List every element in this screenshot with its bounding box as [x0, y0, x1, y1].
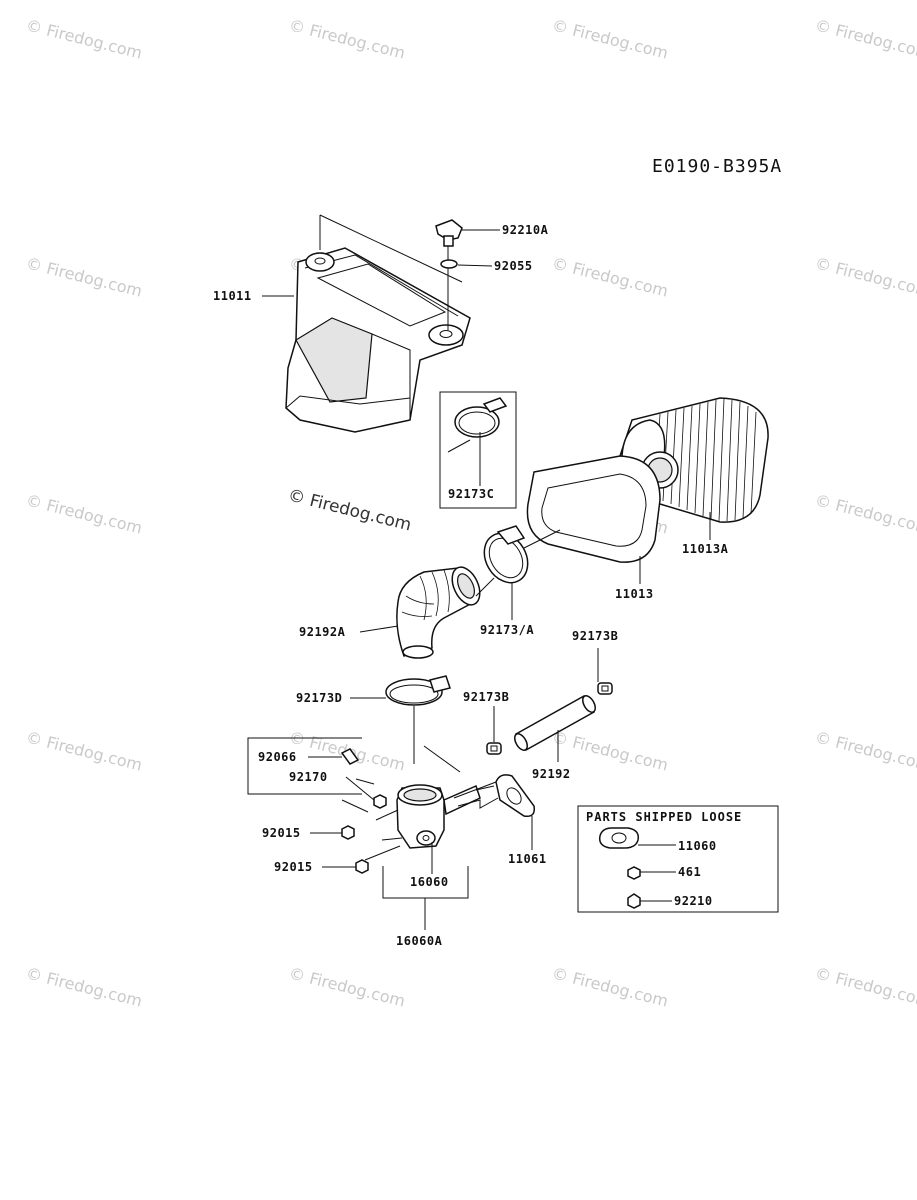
watermark: © Firedog.com: [550, 253, 670, 300]
watermark: © Firedog.com: [24, 15, 144, 62]
label-16060A[interactable]: 16060A: [396, 934, 443, 948]
part-gasket-11060: [598, 827, 640, 849]
watermark: © Firedog.com: [813, 727, 917, 774]
part-clamp-92173D: [385, 675, 451, 706]
label-92170[interactable]: 92170: [289, 770, 328, 784]
part-clamp-92173B-mid: [486, 742, 502, 755]
watermark: © Firedog.com: [24, 727, 144, 774]
part-clamp-92173B-top: [597, 682, 613, 695]
watermark: © Firedog.com: [813, 490, 917, 537]
watermark-dark: © Firedog.com: [286, 485, 414, 535]
label-92173C[interactable]: 92173C: [448, 487, 494, 501]
watermark: © Firedog.com: [24, 963, 144, 1010]
label-92055[interactable]: 92055: [494, 259, 533, 273]
parts-shipped-loose-title: PARTS SHIPPED LOOSE: [586, 810, 742, 824]
part-labels: 92210A 92055 11011 92173C 11013A 11013 9…: [213, 223, 729, 948]
part-air-cleaner-cover: [285, 214, 471, 433]
part-nut-92015-b: [355, 859, 369, 874]
label-92173-A[interactable]: 92173/A: [480, 623, 534, 637]
watermark: © Firedog.com: [813, 15, 917, 62]
part-elbow-pipe-16060: [396, 784, 481, 849]
part-nut-461: [627, 866, 641, 880]
watermark: © Firedog.com: [550, 15, 670, 62]
label-16060[interactable]: 16060: [410, 875, 449, 889]
watermark-layer: © Firedog.com © Firedog.com © Firedog.co…: [24, 15, 917, 1010]
part-nut-92170: [373, 794, 387, 809]
part-elbow-hose-92192A: [396, 566, 481, 659]
label-92015-a[interactable]: 92015: [262, 826, 301, 840]
label-92015-b[interactable]: 92015: [274, 860, 313, 874]
watermark: © Firedog.com: [287, 15, 407, 62]
part-o-ring-92055: [440, 259, 458, 269]
label-11011[interactable]: 11011: [213, 289, 252, 303]
label-92066[interactable]: 92066: [258, 750, 297, 764]
label-92210[interactable]: 92210: [674, 894, 713, 908]
part-nut-92210: [627, 893, 641, 909]
part-hose-92192: [514, 694, 596, 752]
label-92192A[interactable]: 92192A: [299, 625, 346, 639]
watermark: © Firedog.com: [287, 963, 407, 1010]
part-clamp-92173C-box: [439, 391, 517, 509]
part-gasket-11061: [495, 774, 536, 818]
label-11061[interactable]: 11061: [508, 852, 547, 866]
label-92210A[interactable]: 92210A: [502, 223, 549, 237]
label-92173B-mid[interactable]: 92173B: [463, 690, 509, 704]
part-precleaner-11013: [526, 455, 661, 563]
label-11060[interactable]: 11060: [678, 839, 717, 853]
label-11013[interactable]: 11013: [615, 587, 654, 601]
label-92173D[interactable]: 92173D: [296, 691, 342, 705]
part-nut-92015-a: [341, 825, 355, 840]
part-clamp-92173A: [483, 525, 529, 584]
alignment-lines: [341, 439, 561, 861]
leader-lines: [262, 229, 711, 930]
watermark: © Firedog.com: [24, 490, 144, 537]
watermark: © Firedog.com: [550, 963, 670, 1010]
watermark: © Firedog.com: [813, 253, 917, 300]
parts-shipped-loose-box: PARTS SHIPPED LOOSE 11060 461 92210: [577, 805, 779, 913]
part-pin-92066: [340, 748, 360, 765]
watermark: © Firedog.com: [24, 253, 144, 300]
label-11013A[interactable]: 11013A: [682, 542, 729, 556]
label-92192[interactable]: 92192: [532, 767, 571, 781]
diagram-code: E0190-B395A: [652, 156, 782, 177]
label-92173B-top[interactable]: 92173B: [572, 629, 618, 643]
label-461[interactable]: 461: [678, 865, 701, 879]
watermark: © Firedog.com: [813, 963, 917, 1010]
